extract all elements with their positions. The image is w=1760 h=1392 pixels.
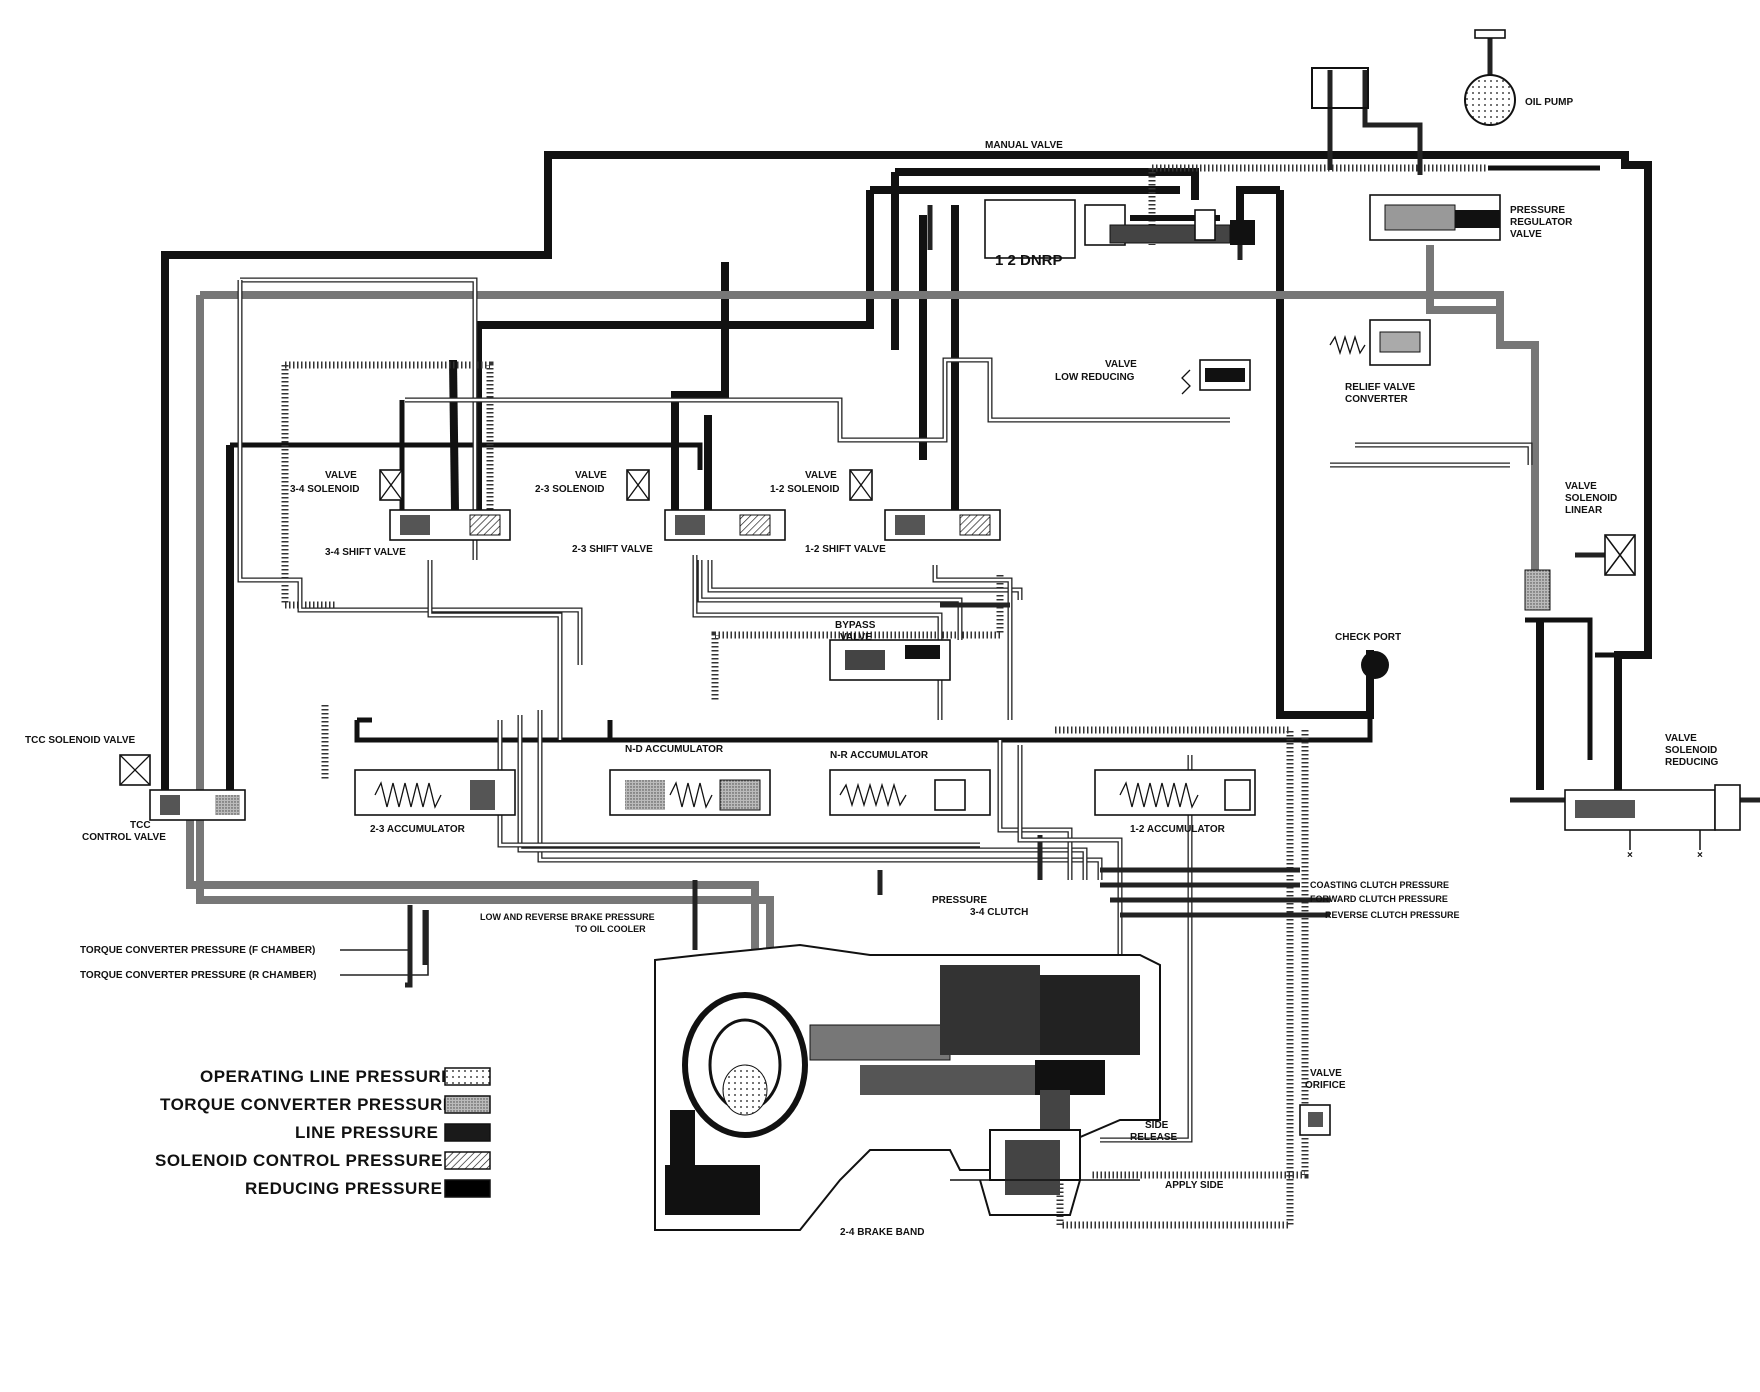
svg-text:×: × <box>1627 850 1633 861</box>
accumulator-23 <box>354 769 516 816</box>
legend-label: LINE PRESSURE <box>295 1123 438 1142</box>
label-check-port: CHECK PORT <box>1335 632 1401 643</box>
accumulator-nd <box>609 769 771 816</box>
label-tcc-solenoid: TCC SOLENOID VALVE <box>25 735 136 746</box>
line-pressure-circuits <box>161 151 1652 800</box>
label-tcc-control-1: TCC <box>130 820 151 831</box>
legend-swatch-hatch <box>444 1151 491 1170</box>
label-linear-solenoid-3: VALVE <box>1565 481 1597 492</box>
legend-swatch-stipple <box>444 1095 491 1114</box>
pressure-regulator-valve <box>1369 194 1501 241</box>
label-apply-side: APPLY SIDE <box>1165 1180 1224 1191</box>
shift-valve-12 <box>884 509 1001 541</box>
legend-item-line-pressure: LINE PRESSURE <box>295 1123 491 1142</box>
tc-chamber-leaders <box>340 910 429 976</box>
label-nr-accumulator: N-R ACCUMULATOR <box>830 750 929 761</box>
converter-relief-valve <box>1329 319 1431 366</box>
shift-valve-34 <box>389 509 511 541</box>
legend-label: REDUCING PRESSURE <box>245 1179 442 1198</box>
label-shift34: 3-4 SHIFT VALVE <box>325 547 406 558</box>
legend-swatch-dots <box>444 1067 491 1086</box>
label-converter-2: RELIEF VALVE <box>1345 382 1416 393</box>
label-shift23: 2-3 SHIFT VALVE <box>572 544 653 555</box>
legend-item-reducing: REDUCING PRESSURE <box>245 1179 491 1198</box>
orifice-valve <box>1299 1104 1331 1136</box>
label-pressure-regulator-1: PRESSURE <box>1510 205 1565 216</box>
label-nd-accumulator: N-D ACCUMULATOR <box>625 744 724 755</box>
legend-item-operating-line: OPERATING LINE PRESSURE <box>200 1067 491 1086</box>
thin-passages <box>237 35 1760 1143</box>
label-forward-clutch: FORWARD CLUTCH PRESSURE <box>1310 894 1448 904</box>
solenoid-valve-12 <box>849 469 873 501</box>
accumulator-12 <box>1094 769 1256 816</box>
label-converter-1: CONVERTER <box>1345 394 1409 405</box>
shift-valve-23 <box>664 509 786 541</box>
label-reducing-solenoid-2: SOLENOID <box>1665 745 1717 756</box>
solenoid-valve-34 <box>379 469 403 501</box>
label-sol23-2: VALVE <box>575 470 607 481</box>
operating-line-circuits <box>281 164 1488 1229</box>
reducing-solenoid-valve: × × <box>1564 784 1741 861</box>
bypass-valve <box>829 639 951 681</box>
label-shift12: 1-2 SHIFT VALVE <box>805 544 886 555</box>
label-sol34-2: VALVE <box>325 470 357 481</box>
label-brake-band: 2-4 BRAKE BAND <box>840 1227 924 1238</box>
label-acc12: 1-2 ACCUMULATOR <box>1130 824 1226 835</box>
label-orifice-1: ORIFICE <box>1305 1080 1346 1091</box>
label-release-1: RELEASE <box>1130 1132 1178 1143</box>
label-clutch34-2: PRESSURE <box>932 895 987 906</box>
legend-swatch-solid-dark <box>444 1123 491 1142</box>
tcc-control-valve <box>149 789 246 821</box>
label-release-2: SIDE <box>1145 1120 1169 1131</box>
legend-label: OPERATING LINE PRESSURE <box>200 1067 453 1086</box>
label-reducing-solenoid-1: REDUCING <box>1665 757 1719 768</box>
label-orifice-2: VALVE <box>1310 1068 1342 1079</box>
legend-label: TORQUE CONVERTER PRESSURE <box>160 1095 455 1114</box>
label-tc-pressure-f: TORQUE CONVERTER PRESSURE (F CHAMBER) <box>80 945 315 956</box>
label-low-reducing-1: LOW REDUCING <box>1055 372 1135 383</box>
label-manual-positions: 1 2 DNRP <box>995 252 1063 269</box>
label-bypass-1: BYPASS <box>835 620 876 631</box>
label-low-reducing-2: VALVE <box>1105 359 1137 370</box>
label-pressure-regulator-2: REGULATOR <box>1510 217 1573 228</box>
legend-swatch-solid <box>444 1179 491 1198</box>
label-pressure-regulator-3: VALVE <box>1510 229 1542 240</box>
label-linear-solenoid-1: LINEAR <box>1565 505 1603 516</box>
label-coasting-clutch: COASTING CLUTCH PRESSURE <box>1310 880 1449 890</box>
label-manual-valve: MANUAL VALVE <box>985 140 1063 151</box>
torque-converter-circuits <box>186 245 1539 950</box>
label-reducing-solenoid-3: VALVE <box>1665 733 1697 744</box>
label-linear-solenoid-2: SOLENOID <box>1565 493 1617 504</box>
label-tc-pressure-r: TORQUE CONVERTER PRESSURE (R CHAMBER) <box>80 970 317 981</box>
low-reducing-valve <box>1181 359 1251 395</box>
svg-text:×: × <box>1697 850 1703 861</box>
tcc-solenoid-valve <box>119 754 151 786</box>
label-bypass-2: VALVE <box>840 632 872 643</box>
legend: OPERATING LINE PRESSURE TORQUE CONVERTER… <box>155 1067 491 1198</box>
solenoid-valve-23 <box>626 469 650 501</box>
label-oil-pump: OIL PUMP <box>1525 97 1573 108</box>
component-labels: OIL PUMP MANUAL VALVE 1 2 DNRP PRESSURE … <box>25 97 1719 1238</box>
label-acc23: 2-3 ACCUMULATOR <box>370 824 466 835</box>
label-oil-cooler: TO OIL COOLER <box>575 924 646 934</box>
accumulator-nr <box>829 769 991 816</box>
legend-item-torque-converter: TORQUE CONVERTER PRESSURE <box>160 1095 491 1114</box>
check-port <box>1361 651 1389 679</box>
label-sol12-2: VALVE <box>805 470 837 481</box>
label-tcc-control-2: CONTROL VALVE <box>82 832 166 843</box>
linear-solenoid-valve <box>1524 534 1636 611</box>
legend-item-solenoid-control: SOLENOID CONTROL PRESSURE <box>155 1151 491 1170</box>
manual-valve <box>984 199 1255 259</box>
label-sol23-1: 2-3 SOLENOID <box>535 484 604 495</box>
transmission-cross-section <box>654 943 1161 1231</box>
label-clutch34-1: 3-4 CLUTCH <box>970 907 1028 918</box>
label-sol34-1: 3-4 SOLENOID <box>290 484 359 495</box>
oil-pump <box>1311 29 1516 126</box>
label-reverse-clutch: REVERSE CLUTCH PRESSURE <box>1325 910 1460 920</box>
legend-label: SOLENOID CONTROL PRESSURE <box>155 1151 443 1170</box>
label-sol12-1: 1-2 SOLENOID <box>770 484 839 495</box>
label-low-reverse-brake: LOW AND REVERSE BRAKE PRESSURE <box>480 912 655 922</box>
